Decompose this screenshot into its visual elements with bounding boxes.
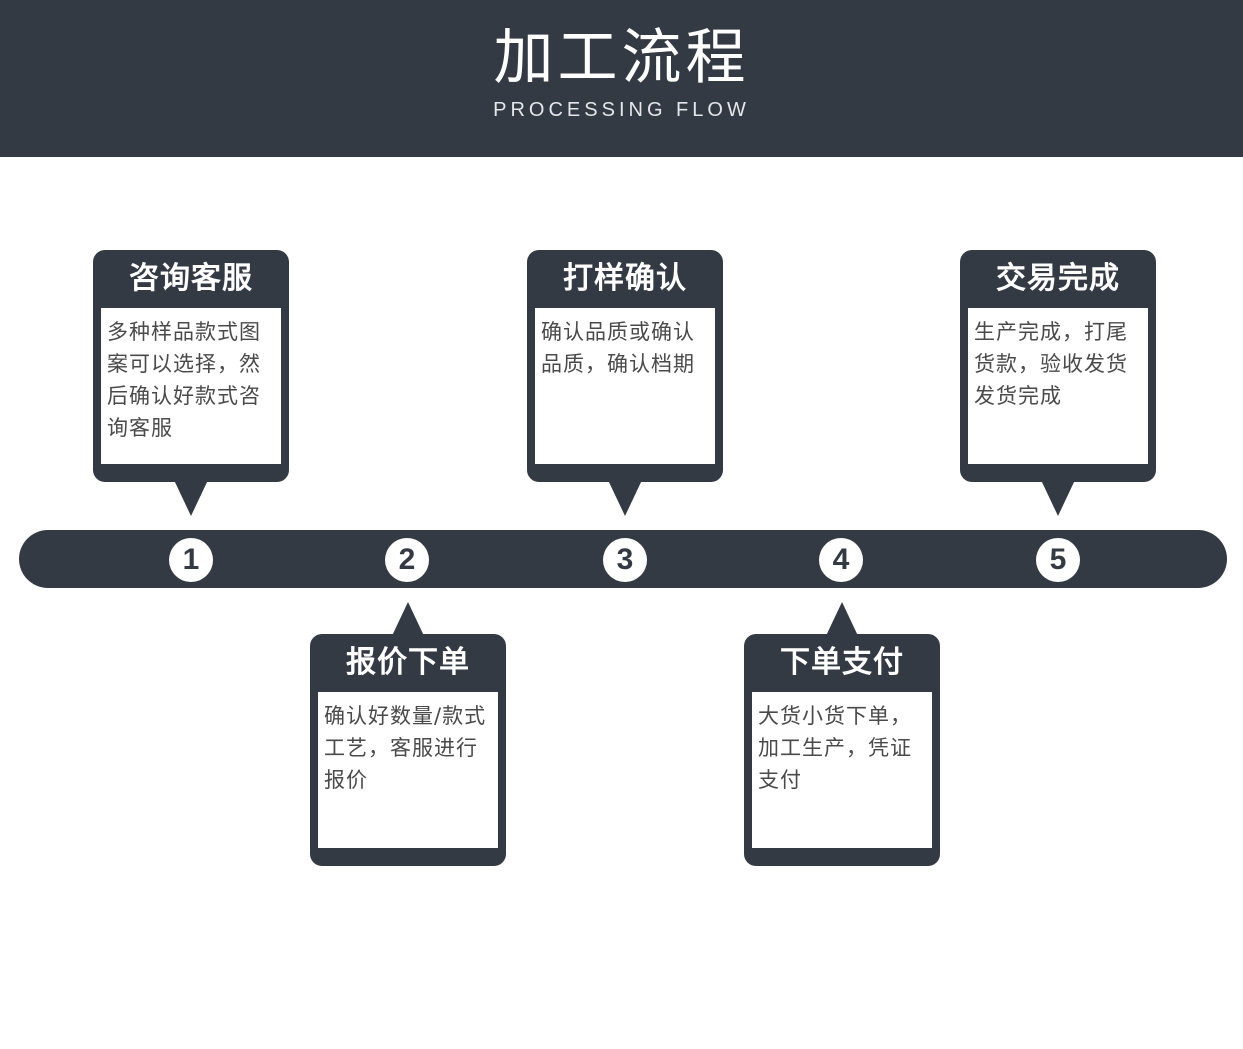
step-number-2: 2: [385, 538, 429, 582]
step-title: 交易完成: [996, 261, 1120, 296]
step-description: 大货小货下单，加工生产，凭证支付: [752, 692, 932, 848]
step-number-1: 1: [169, 538, 213, 582]
pointer-down-arrow: [1041, 480, 1075, 516]
step-number-3: 3: [603, 538, 647, 582]
step-title: 打样确认: [563, 261, 687, 296]
page-subtitle: PROCESSING FLOW: [493, 99, 750, 121]
pointer-up-arrow: [391, 602, 425, 638]
step-title: 下单支付: [780, 645, 904, 680]
step-description: 确认好数量/款式工艺，客服进行报价: [318, 692, 498, 848]
step-card-4: 下单支付 大货小货下单，加工生产，凭证支付: [744, 634, 940, 866]
step-description: 确认品质或确认品质，确认档期: [535, 308, 715, 464]
page-title: 加工流程: [493, 23, 750, 93]
step-card-2: 报价下单 确认好数量/款式工艺，客服进行报价: [310, 634, 506, 866]
pointer-up-arrow: [825, 602, 859, 638]
step-title: 报价下单: [346, 645, 470, 680]
step-number-5: 5: [1036, 538, 1080, 582]
step-description: 多种样品款式图案可以选择，然后确认好款式咨询客服: [101, 308, 281, 464]
step-number-4: 4: [819, 538, 863, 582]
step-card-1: 咨询客服 多种样品款式图案可以选择，然后确认好款式咨询客服: [93, 250, 289, 482]
header-banner: 加工流程 PROCESSING FLOW: [0, 0, 1243, 157]
step-card-5: 交易完成 生产完成，打尾货款，验收发货发货完成: [960, 250, 1156, 482]
pointer-down-arrow: [174, 480, 208, 516]
step-title: 咨询客服: [129, 261, 253, 296]
step-description: 生产完成，打尾货款，验收发货发货完成: [968, 308, 1148, 464]
pointer-down-arrow: [608, 480, 642, 516]
step-card-3: 打样确认 确认品质或确认品质，确认档期: [527, 250, 723, 482]
